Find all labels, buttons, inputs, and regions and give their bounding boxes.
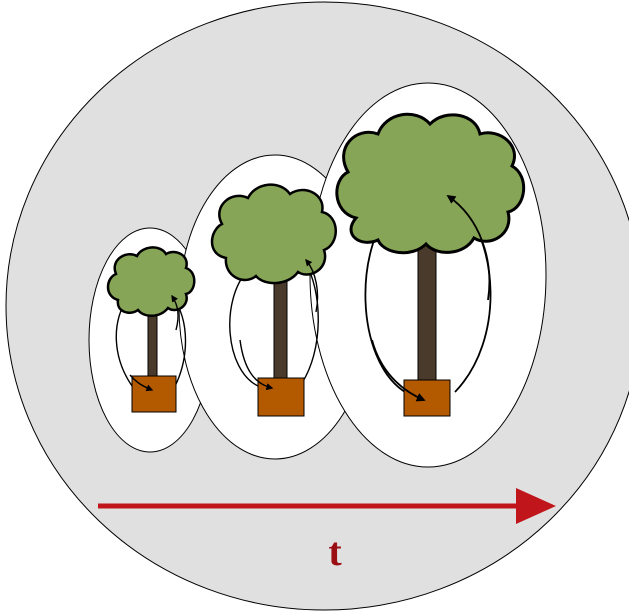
medium-plant bbox=[210, 183, 337, 417]
large-plant-arrow-down bbox=[371, 339, 426, 402]
large-plant-canopy bbox=[335, 112, 526, 255]
small-plant bbox=[106, 246, 196, 413]
small-plant-canopy bbox=[106, 246, 196, 317]
time-arrow bbox=[98, 488, 556, 524]
time-arrow-head bbox=[516, 488, 556, 524]
small-plant-arrow-down bbox=[129, 374, 154, 392]
time-label: t bbox=[328, 529, 342, 574]
medium-plant-canopy bbox=[210, 183, 337, 285]
medium-plant-arrow-up bbox=[305, 258, 319, 313]
small-plant-arrow-up bbox=[171, 294, 179, 331]
large-plant-pot bbox=[403, 379, 451, 417]
medium-plant-arrow-down bbox=[239, 339, 274, 391]
large-plant-trunk bbox=[417, 235, 437, 383]
large-plant bbox=[335, 112, 526, 417]
small-plant-pot bbox=[131, 375, 177, 413]
large-plant-arrow-up bbox=[446, 194, 491, 301]
medium-plant-pot bbox=[257, 377, 305, 417]
